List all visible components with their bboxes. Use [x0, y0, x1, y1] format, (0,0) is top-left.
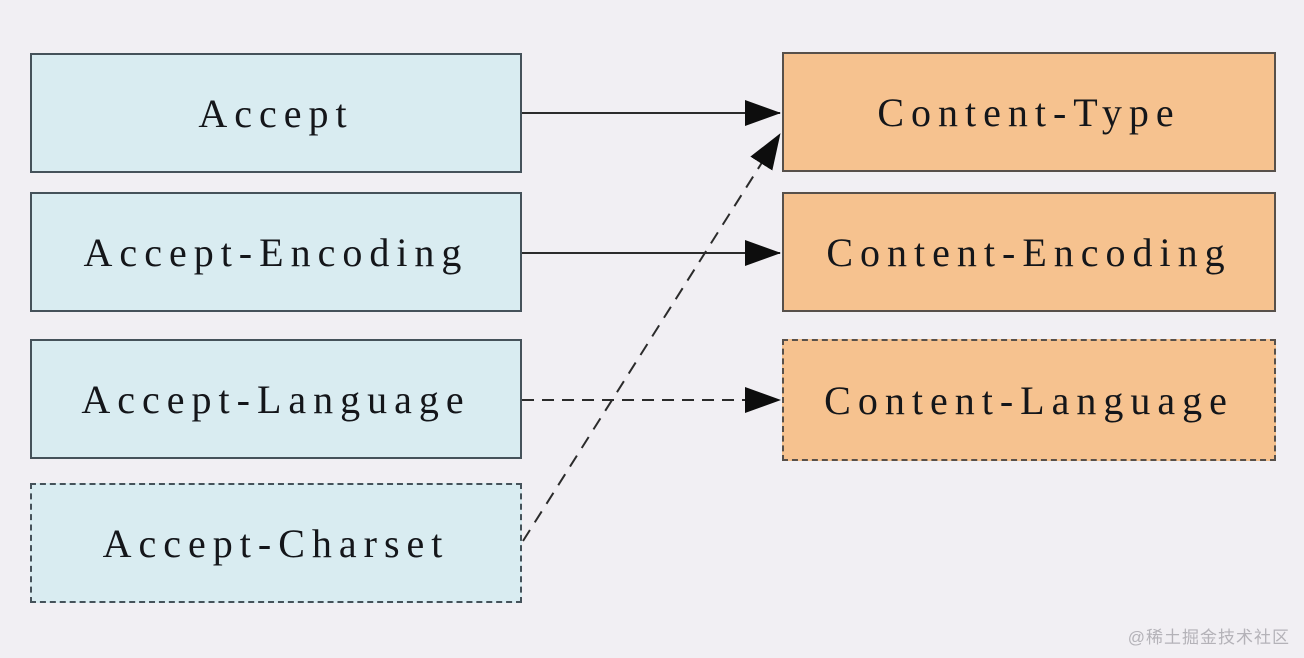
node-label: Accept-Language: [81, 376, 471, 422]
node-label: Content-Type: [877, 89, 1181, 135]
node-label: Accept-Charset: [102, 520, 450, 566]
node-label: Content-Language: [824, 377, 1234, 423]
node-accept-charset: Accept-Charset: [30, 483, 522, 603]
node-accept-encoding: Accept-Encoding: [30, 192, 522, 312]
node-accept: Accept: [30, 53, 522, 173]
arrow-accept-charset-to-content-type: [522, 133, 781, 542]
node-content-type: Content-Type: [782, 52, 1276, 172]
node-label: Accept: [198, 90, 354, 136]
node-label: Accept-Encoding: [83, 229, 469, 275]
watermark: @稀土掘金技术社区: [1127, 628, 1290, 647]
node-content-encoding: Content-Encoding: [782, 192, 1276, 312]
node-label: Content-Encoding: [826, 229, 1232, 275]
node-content-language: Content-Language: [782, 339, 1276, 461]
node-accept-language: Accept-Language: [30, 339, 522, 459]
